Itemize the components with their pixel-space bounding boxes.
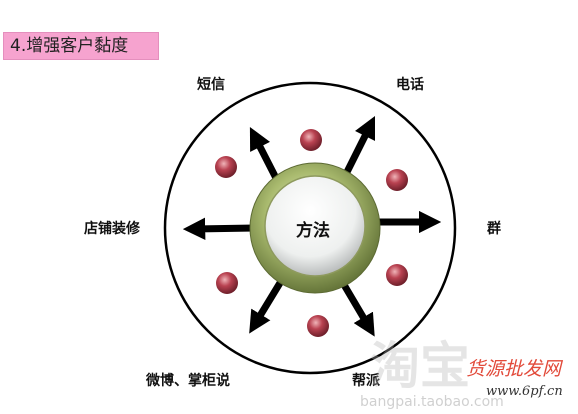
- dot-lower-right: [386, 264, 408, 286]
- method-label-sms: 短信: [197, 77, 225, 93]
- outer-circle: [163, 81, 457, 375]
- method-label-group: 群: [487, 221, 501, 237]
- arrow-bottom-left: [249, 276, 286, 334]
- method-label-phone: 电话: [396, 77, 424, 93]
- center-label: 方法: [296, 221, 330, 241]
- section-title: 4.增强客户黏度: [3, 32, 159, 60]
- method-label-shop-decoration: 店铺装修: [84, 221, 140, 237]
- arrow-top-left: [249, 127, 282, 184]
- watermark-taobao: 淘宝: [370, 336, 470, 395]
- watermark-site: www.6pf.cn: [486, 384, 563, 399]
- method-label-weibo: 微博、掌柜说: [146, 373, 230, 389]
- dot-lower-left: [216, 272, 238, 294]
- watermark-brand: 货源批发网: [466, 358, 562, 380]
- arrow-left: [182, 217, 256, 241]
- dot-upper-left: [215, 156, 237, 178]
- dot-top: [300, 129, 322, 151]
- center-disk: [264, 175, 366, 277]
- method-label-bangpai: 帮派: [352, 373, 380, 389]
- dot-upper-right: [386, 169, 408, 191]
- dot-bottom: [307, 315, 329, 337]
- watermark-bangpai-url: bangpai.taobao.com: [360, 394, 504, 410]
